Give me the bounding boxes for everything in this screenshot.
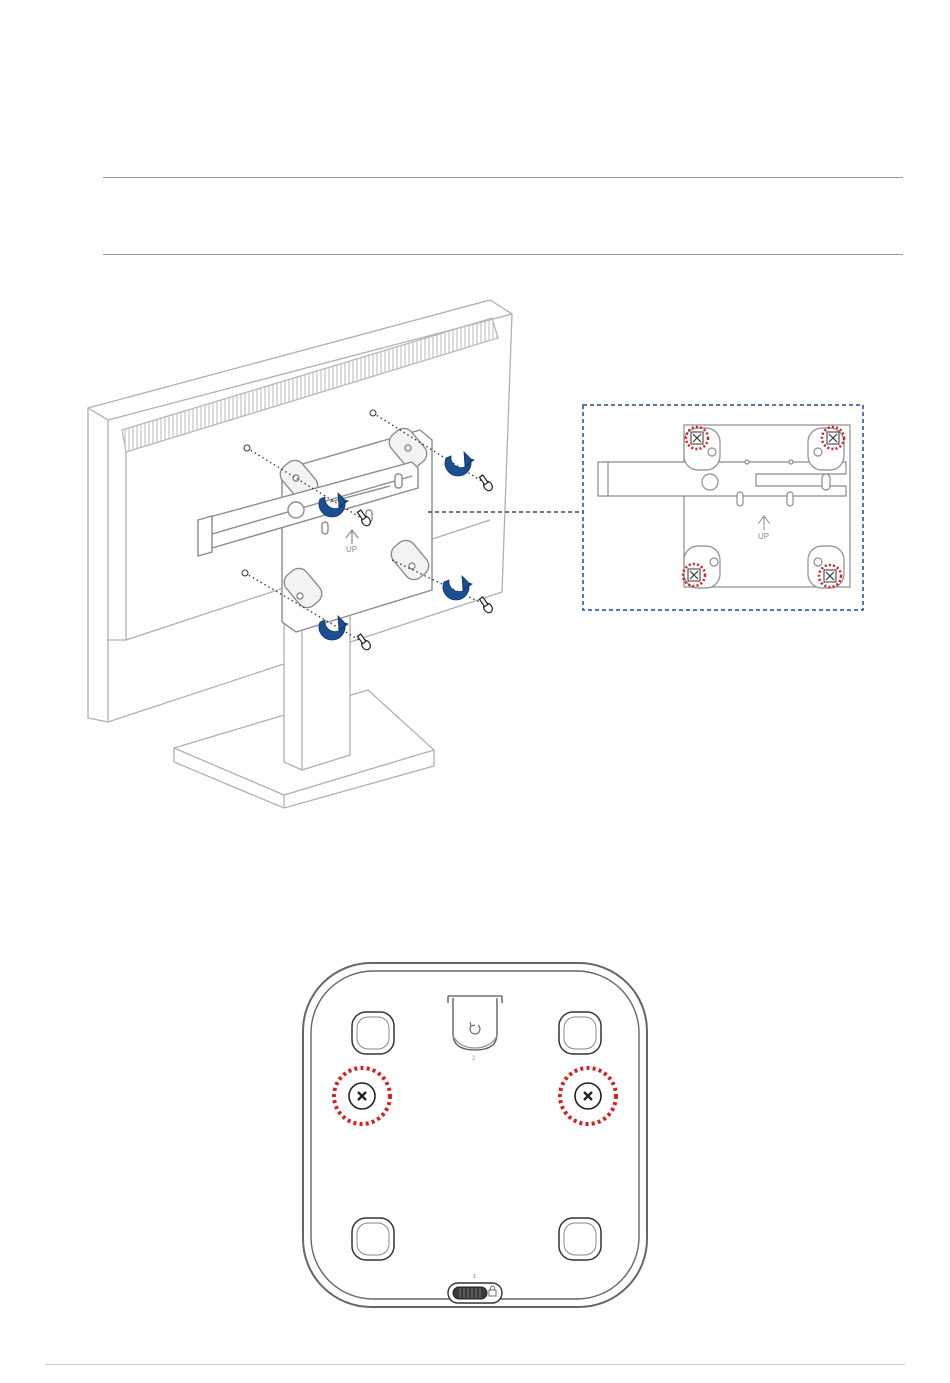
release-tab	[448, 996, 502, 1050]
